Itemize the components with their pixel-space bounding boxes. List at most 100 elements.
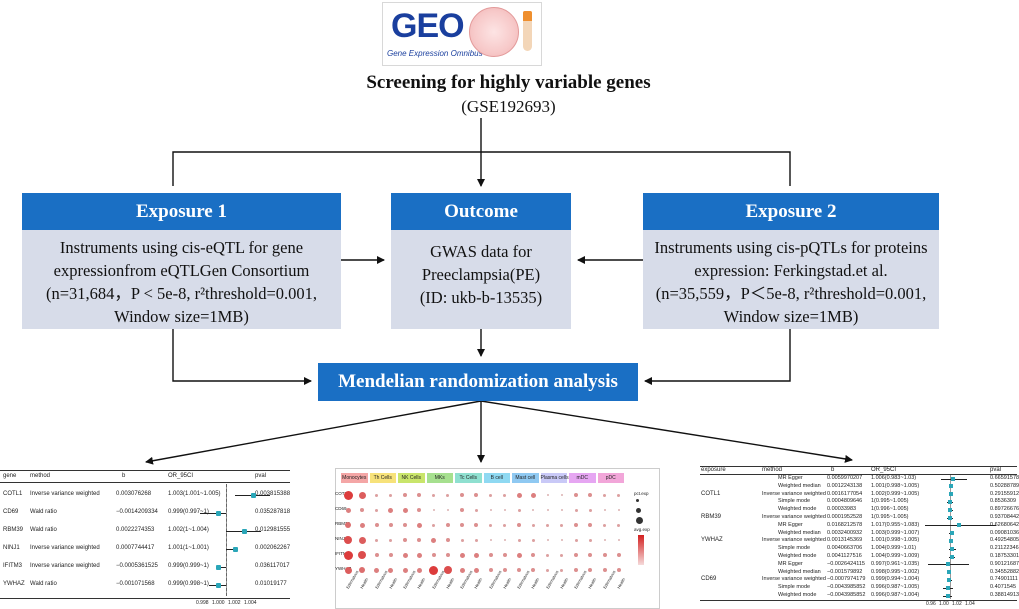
expression-dot <box>344 566 352 574</box>
condition-label: Edematous <box>487 569 502 590</box>
expression-dot <box>588 538 592 542</box>
condition-label: Health <box>416 576 427 590</box>
arrow-mr-to-left-table <box>145 400 482 465</box>
condition-label: Health <box>530 576 541 590</box>
cell-or: 0.999(0.994~1.004) <box>871 576 920 583</box>
point-estimate <box>946 562 951 567</box>
expression-dot <box>459 552 465 558</box>
cell-method: Weighted mode <box>778 506 817 513</box>
expression-dot <box>388 507 394 513</box>
expression-dot <box>445 553 450 557</box>
condition-label: Health <box>387 576 398 590</box>
reference-line <box>226 484 228 596</box>
point-estimate <box>948 538 953 543</box>
condition-label: Health <box>615 576 626 590</box>
cell-b: 0.0059970207 <box>827 475 863 481</box>
gene-label: IFITM3 <box>335 551 350 556</box>
gene-label: NINJ1 <box>335 536 348 541</box>
cell-group-header: MKs <box>426 473 453 483</box>
cell-gene: COTL1 <box>3 491 23 497</box>
cell-method: Wald ratio <box>30 527 57 533</box>
cell-method: Weighted mode <box>778 592 817 598</box>
cell-method: Wald ratio <box>30 581 57 587</box>
expression-dot <box>546 494 549 496</box>
cell-or: 0.999(0.997~1) <box>168 509 209 515</box>
expression-dot <box>388 567 394 573</box>
point-estimate <box>951 476 956 481</box>
expression-dot <box>617 523 621 527</box>
cell-pval: 0.4071545 <box>990 584 1016 591</box>
cell-method: Weighted mode <box>778 553 817 559</box>
cell-pval: 0.09081036 <box>990 529 1019 536</box>
cell-b: 0.0001952528 <box>827 514 863 520</box>
geo-logo: GEO Gene Expression Omnibus <box>382 2 542 66</box>
expression-dot <box>417 493 422 497</box>
cell-b: −0.001071568 <box>116 581 155 587</box>
point-estimate <box>241 529 247 534</box>
expression-dot <box>530 492 536 498</box>
page-title: Screening for highly variable genes <box>366 72 651 93</box>
expression-dot <box>460 523 464 527</box>
condition-label: Health <box>587 576 598 590</box>
axis-tick: 1.002 <box>228 600 241 606</box>
cell-or: 0.997(0.961~1.035) <box>871 560 920 567</box>
column-header: pval <box>990 467 1002 473</box>
expression-dot <box>489 523 492 527</box>
expression-dot <box>474 508 478 512</box>
expression-dot <box>560 539 563 541</box>
expression-dot <box>360 508 365 512</box>
point-estimate <box>948 507 952 512</box>
cell-pval: 0.62680642 <box>990 521 1019 528</box>
point-estimate <box>950 546 955 551</box>
expression-dot <box>574 523 578 527</box>
expression-dot <box>560 523 564 527</box>
cell-pval: 0.003815388 <box>255 491 291 497</box>
expression-dot <box>388 553 393 557</box>
axis-tick: 0.96 <box>926 601 936 607</box>
ci-bar <box>217 567 227 568</box>
cell-b: 0.0032400932 <box>827 529 863 536</box>
cell-or: 1.004(0.999~1.01) <box>871 545 917 552</box>
expression-dot <box>375 508 378 512</box>
cell-exposure: YWHAZ <box>701 537 723 544</box>
expression-dot <box>603 539 606 541</box>
expression-dot <box>546 509 549 511</box>
expression-dot <box>403 493 407 497</box>
expression-dot <box>503 509 506 511</box>
expression-dot <box>446 509 449 511</box>
expression-dot <box>343 490 353 500</box>
color-legend-bar <box>638 535 644 565</box>
expression-dot <box>531 538 535 542</box>
cell-group-header: mDC <box>569 473 596 483</box>
cell-pval: 0.01019177 <box>255 581 287 587</box>
expression-dot <box>503 523 507 527</box>
cell-b: −0.0043985852 <box>827 592 866 598</box>
cell-pval: 0.90121687 <box>990 560 1019 567</box>
cell-method: MR Egger <box>778 521 803 528</box>
expression-dot <box>574 553 578 557</box>
size-legend-dot <box>636 499 639 502</box>
point-estimate <box>945 585 950 590</box>
cell-gene: IFITM3 <box>3 563 22 569</box>
expression-dot <box>516 492 522 498</box>
expression-dot <box>429 565 438 575</box>
cell-pval: 0.002062267 <box>255 545 291 551</box>
point-estimate <box>947 577 952 582</box>
table-header-rule <box>0 482 290 483</box>
cell-or: 1.001(0.998~1.005) <box>871 482 920 489</box>
exposure2-line: expression: Ferkingstad.et al. <box>694 261 888 280</box>
cell-pval: 0.34552882 <box>990 568 1019 575</box>
expression-dot <box>617 539 620 541</box>
cell-pval: 0.012981555 <box>255 527 291 533</box>
expression-dot <box>603 509 606 511</box>
cell-b: 0.0007744417 <box>116 545 155 551</box>
exposure1-box: Exposure 1 Instruments using cis-eQTL fo… <box>22 193 341 329</box>
dataset-id: (GSE192693) <box>461 97 556 116</box>
cell-pval: 0.93708442 <box>990 514 1019 520</box>
expression-dot <box>531 553 536 557</box>
point-estimate <box>949 492 954 497</box>
expression-dot <box>602 568 607 572</box>
cell-b: 0.003076268 <box>116 491 152 497</box>
expression-dot <box>445 523 450 527</box>
cell-group-header: B cell <box>483 473 510 483</box>
